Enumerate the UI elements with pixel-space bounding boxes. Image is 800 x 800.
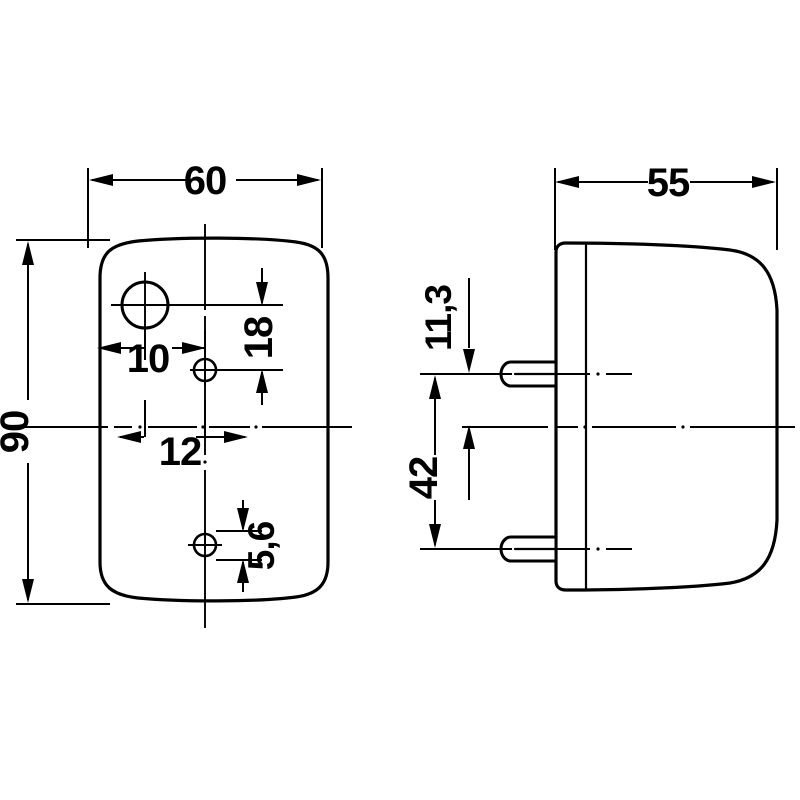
- dimension-label-113: 11,3: [418, 285, 459, 351]
- dimension-label-42: 42: [402, 457, 446, 500]
- centerline-dot-2: [201, 425, 205, 429]
- arrowhead-12-left: [117, 431, 141, 443]
- arrowhead-56-bottom: [237, 559, 249, 583]
- arrowhead-56-top: [237, 508, 249, 532]
- arrowhead-42-top: [429, 375, 441, 399]
- side-view: 55 11,3: [402, 161, 795, 592]
- arrowhead-113: [463, 349, 475, 373]
- dimension-label-12: 12: [159, 430, 202, 474]
- arrowhead-mid-reference: [463, 425, 475, 449]
- front-housing-outline: [98, 236, 330, 603]
- side-centerline-dot-1: [583, 425, 587, 429]
- arrowhead-60-right: [297, 174, 321, 186]
- upper-terminal-centerline-dot: [596, 372, 600, 376]
- centerline-dot-1: [138, 425, 142, 429]
- arrowhead-18-top: [256, 282, 268, 306]
- side-centerline-dot-2: [681, 425, 685, 429]
- dimension-label-90: 90: [0, 411, 37, 454]
- dimension-label-10: 10: [127, 337, 170, 381]
- arrowhead-10-left: [97, 342, 121, 354]
- arrowhead-90-bottom: [22, 579, 34, 603]
- arrowhead-55-right: [752, 176, 776, 188]
- side-housing-outline: [554, 241, 779, 592]
- arrowhead-10-right: [182, 342, 206, 354]
- centerline-vertical-dot: [203, 460, 207, 464]
- arrowhead-55-left: [555, 176, 579, 188]
- dimension-label-56: 5,6: [241, 521, 282, 570]
- lower-terminal-centerline-dot: [596, 547, 600, 551]
- arrowhead-18-bottom: [256, 369, 268, 393]
- dimension-label-55: 55: [647, 161, 690, 205]
- dimension-label-60: 60: [184, 159, 227, 203]
- centerline-dot-3: [254, 425, 258, 429]
- front-view: 60 90: [0, 159, 352, 628]
- arrowhead-60-left: [89, 174, 113, 186]
- dimension-label-18: 18: [237, 316, 281, 359]
- arrowhead-42-bottom: [429, 524, 441, 548]
- arrowhead-12-right: [224, 431, 248, 443]
- arrowhead-90-top: [22, 241, 34, 265]
